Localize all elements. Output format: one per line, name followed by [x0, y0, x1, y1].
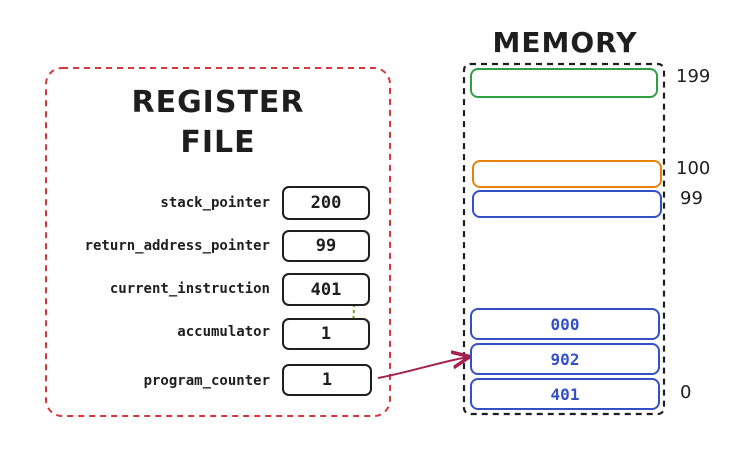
memory-cell-199 [470, 68, 658, 98]
register-file-title-line1: REGISTER [131, 85, 305, 120]
address-label-0: 0 [680, 382, 692, 403]
memory-cell-99 [472, 190, 662, 218]
register-label-accumulator: accumulator [177, 324, 270, 340]
register-file-border [45, 67, 391, 417]
register-value-return-address-pointer: 99 [282, 230, 370, 262]
program-counter-arrow [377, 357, 468, 379]
memory-cell-0: 401 [470, 378, 660, 410]
memory-title: MEMORY [492, 26, 638, 59]
register-value-program-counter: 1 [282, 364, 372, 396]
memory-cell-100 [472, 160, 662, 188]
register-label-stack-pointer: stack_pointer [160, 195, 270, 211]
address-label-199: 199 [676, 66, 711, 87]
memory-cell-1: 902 [470, 343, 660, 375]
address-label-99: 99 [680, 188, 703, 209]
register-value-current-instruction: 401 [282, 273, 370, 306]
register-file-title-line2: FILE [180, 125, 256, 160]
address-label-100: 100 [676, 158, 711, 179]
register-value-stack-pointer: 200 [282, 186, 370, 220]
memory-border [462, 62, 666, 416]
register-label-current-instruction: current_instruction [109, 281, 270, 297]
register-label-return-address-pointer: return_address_pointer [84, 238, 270, 254]
memory-cell-2: 000 [470, 308, 660, 340]
register-value-accumulator: 1 [282, 318, 370, 350]
register-label-program-counter: program_counter [143, 373, 270, 389]
